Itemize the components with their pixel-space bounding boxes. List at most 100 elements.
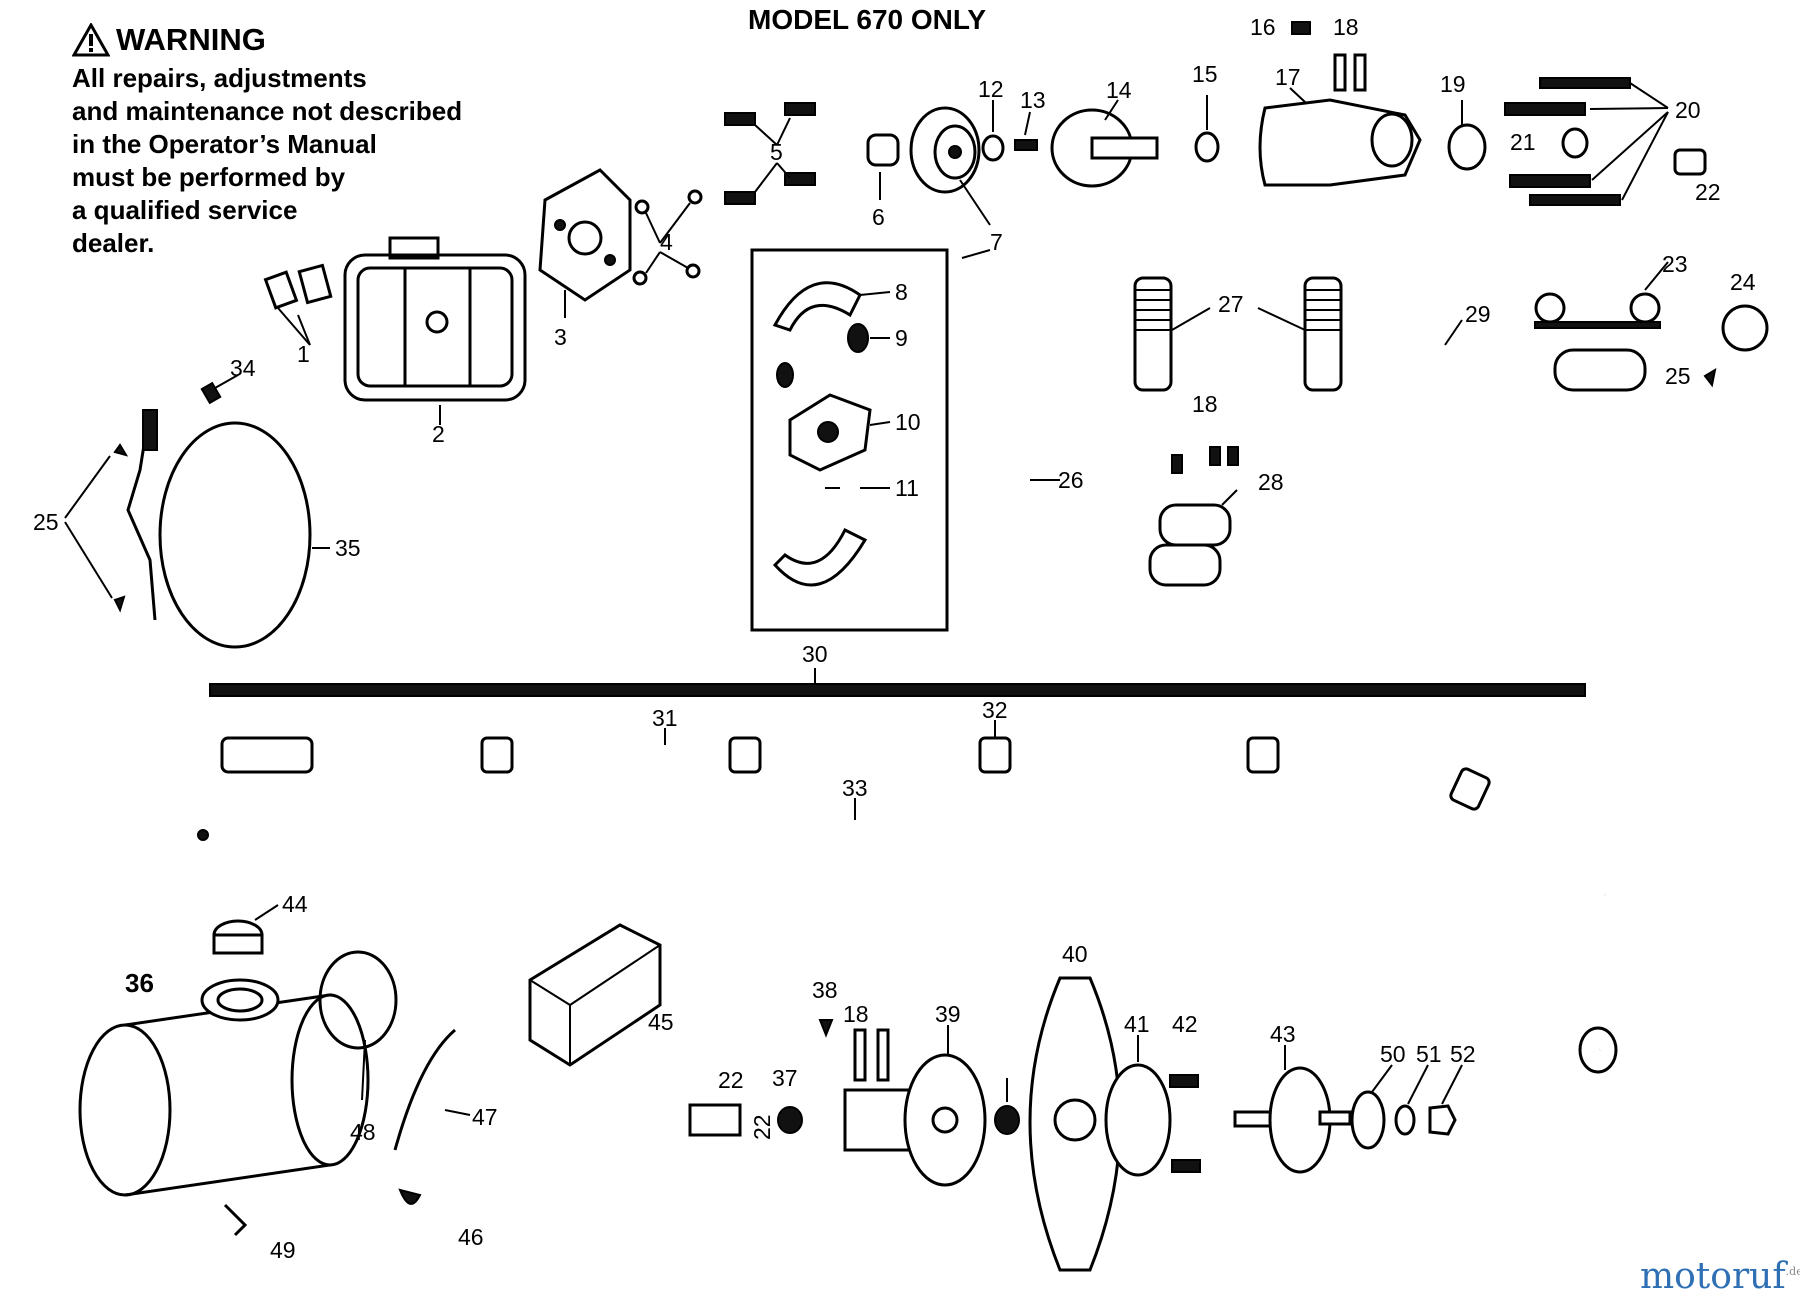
label-part-52: 52 xyxy=(1450,1041,1476,1067)
part-43-spindle xyxy=(1233,1066,1352,1174)
label-part-15: 15 xyxy=(1192,61,1218,87)
label-part-34: 34 xyxy=(230,355,256,381)
label-part-40: 40 xyxy=(1062,941,1088,967)
label-part-19: 19 xyxy=(1440,71,1466,97)
part-18-screws-top xyxy=(1333,53,1367,92)
part-16-plug xyxy=(1291,21,1311,35)
label-part-33: 33 xyxy=(842,775,868,801)
label-part-48: 48 xyxy=(350,1119,376,1145)
warning-heading: WARNING xyxy=(72,22,532,58)
part-48-clamp-ring xyxy=(318,950,398,1050)
warning-line: must be performed by xyxy=(72,162,346,192)
label-part-24: 24 xyxy=(1730,269,1756,295)
part-5-bolts xyxy=(724,102,816,205)
label-part-25-left: 25 xyxy=(33,509,59,535)
label-part-39: 39 xyxy=(935,1001,961,1027)
part-25-screw xyxy=(1703,367,1717,388)
part-6-bushing xyxy=(866,133,900,167)
part-31-liner xyxy=(220,736,1616,901)
part-14-drive-cup xyxy=(1050,108,1159,188)
label-part-45: 45 xyxy=(648,1009,674,1035)
label-part-47: 47 xyxy=(472,1104,498,1130)
label-part-16: 16 xyxy=(1250,14,1276,40)
part-29-handle xyxy=(1280,335,1427,522)
warning-block: WARNING All repairs, adjustments and mai… xyxy=(72,22,532,260)
label-part-28: 28 xyxy=(1258,469,1284,495)
label-part-5: 5 xyxy=(770,139,783,165)
warning-line: dealer. xyxy=(72,228,155,258)
label-part-29: 29 xyxy=(1465,301,1491,327)
label-part-50: 50 xyxy=(1380,1041,1406,1067)
part-34-fastener xyxy=(200,381,222,405)
label-part-3: 3 xyxy=(554,324,567,350)
label-part-1: 1 xyxy=(297,341,310,367)
part-2-filter-frame xyxy=(343,236,527,402)
label-part-11: 11 xyxy=(895,475,919,501)
part-9-spring xyxy=(847,323,869,353)
part-12-washer xyxy=(981,134,1005,162)
part-35-band-clamp xyxy=(126,409,312,649)
part-21-oring xyxy=(1561,127,1589,159)
label-part-21: 21 xyxy=(1510,129,1536,155)
label-part-2: 2 xyxy=(432,421,445,447)
warning-title: WARNING xyxy=(116,22,266,57)
part-52-nut xyxy=(1428,1104,1457,1136)
label-part-27: 27 xyxy=(1218,291,1244,317)
part-4-screws xyxy=(632,189,703,286)
part-36-fuel-tank xyxy=(78,978,370,1197)
label-part-32: 32 xyxy=(982,697,1008,723)
part-49-filter xyxy=(223,1203,248,1237)
label-part-22-top: 22 xyxy=(1695,179,1721,205)
part-20-bolts xyxy=(1504,77,1669,206)
label-part-10: 10 xyxy=(895,409,921,435)
part-28-handle-clamp xyxy=(1148,503,1232,587)
part-7-clutch-drum xyxy=(909,106,981,194)
part-45-foam-block xyxy=(528,923,662,1067)
label-part-20: 20 xyxy=(1675,97,1701,123)
part-40-blade xyxy=(1028,976,1122,1272)
label-part-31: 31 xyxy=(652,705,678,731)
part-51-washer xyxy=(1394,1104,1416,1136)
label-part-12: 12 xyxy=(978,76,1004,102)
part-42-bolt xyxy=(1169,1074,1199,1088)
part-38-screw xyxy=(818,1019,834,1038)
part-18-screws-mid xyxy=(1171,446,1239,474)
warning-line: All repairs, adjustments xyxy=(72,63,367,93)
label-part-35: 35 xyxy=(335,535,361,561)
part-47-fuel-line xyxy=(393,1028,456,1151)
part-24-cap xyxy=(1721,304,1769,352)
part-15-washer xyxy=(1194,131,1220,163)
model-note: MODEL 670 ONLY xyxy=(748,4,987,35)
label-part-13: 13 xyxy=(1020,87,1046,113)
part-33-drive-tube xyxy=(190,820,1623,1074)
part-8-lower-shoe xyxy=(772,527,868,587)
watermark-logo: motoruf.de xyxy=(1640,1256,1800,1297)
clutch-assembly-box xyxy=(750,248,949,632)
label-part-43: 43 xyxy=(1270,1021,1296,1047)
part-50-washer xyxy=(1350,1090,1386,1150)
label-part-42: 42 xyxy=(1172,1011,1198,1037)
part-15-washer-low xyxy=(994,1105,1020,1135)
label-part-37: 37 xyxy=(772,1065,798,1091)
part-27-grips xyxy=(1133,276,1343,392)
part-32-bushings xyxy=(480,736,1491,811)
part-18-screws-low xyxy=(853,1028,890,1082)
part-37-nut xyxy=(777,1106,803,1134)
part-13-screw xyxy=(1014,139,1038,151)
part-8-clutch-shoe xyxy=(772,281,862,332)
label-part-17: 17 xyxy=(1275,64,1301,90)
label-part-38: 38 xyxy=(812,977,838,1003)
label-part-7: 7 xyxy=(990,229,1003,255)
label-part-49: 49 xyxy=(270,1237,296,1263)
part-30-drive-cable xyxy=(209,683,1586,697)
warning-triangle-icon xyxy=(72,23,110,57)
label-part-22-low: 22 xyxy=(718,1067,744,1093)
warning-line: and maintenance not described xyxy=(72,96,463,126)
label-part-41: 41 xyxy=(1124,1011,1150,1037)
part-41-flange xyxy=(1104,1063,1172,1177)
part-1-pads xyxy=(263,263,333,310)
part-26-handle xyxy=(1008,375,1130,547)
label-part-22-rotated: 22 xyxy=(749,1114,775,1140)
warning-line: a qualified service xyxy=(72,195,298,225)
